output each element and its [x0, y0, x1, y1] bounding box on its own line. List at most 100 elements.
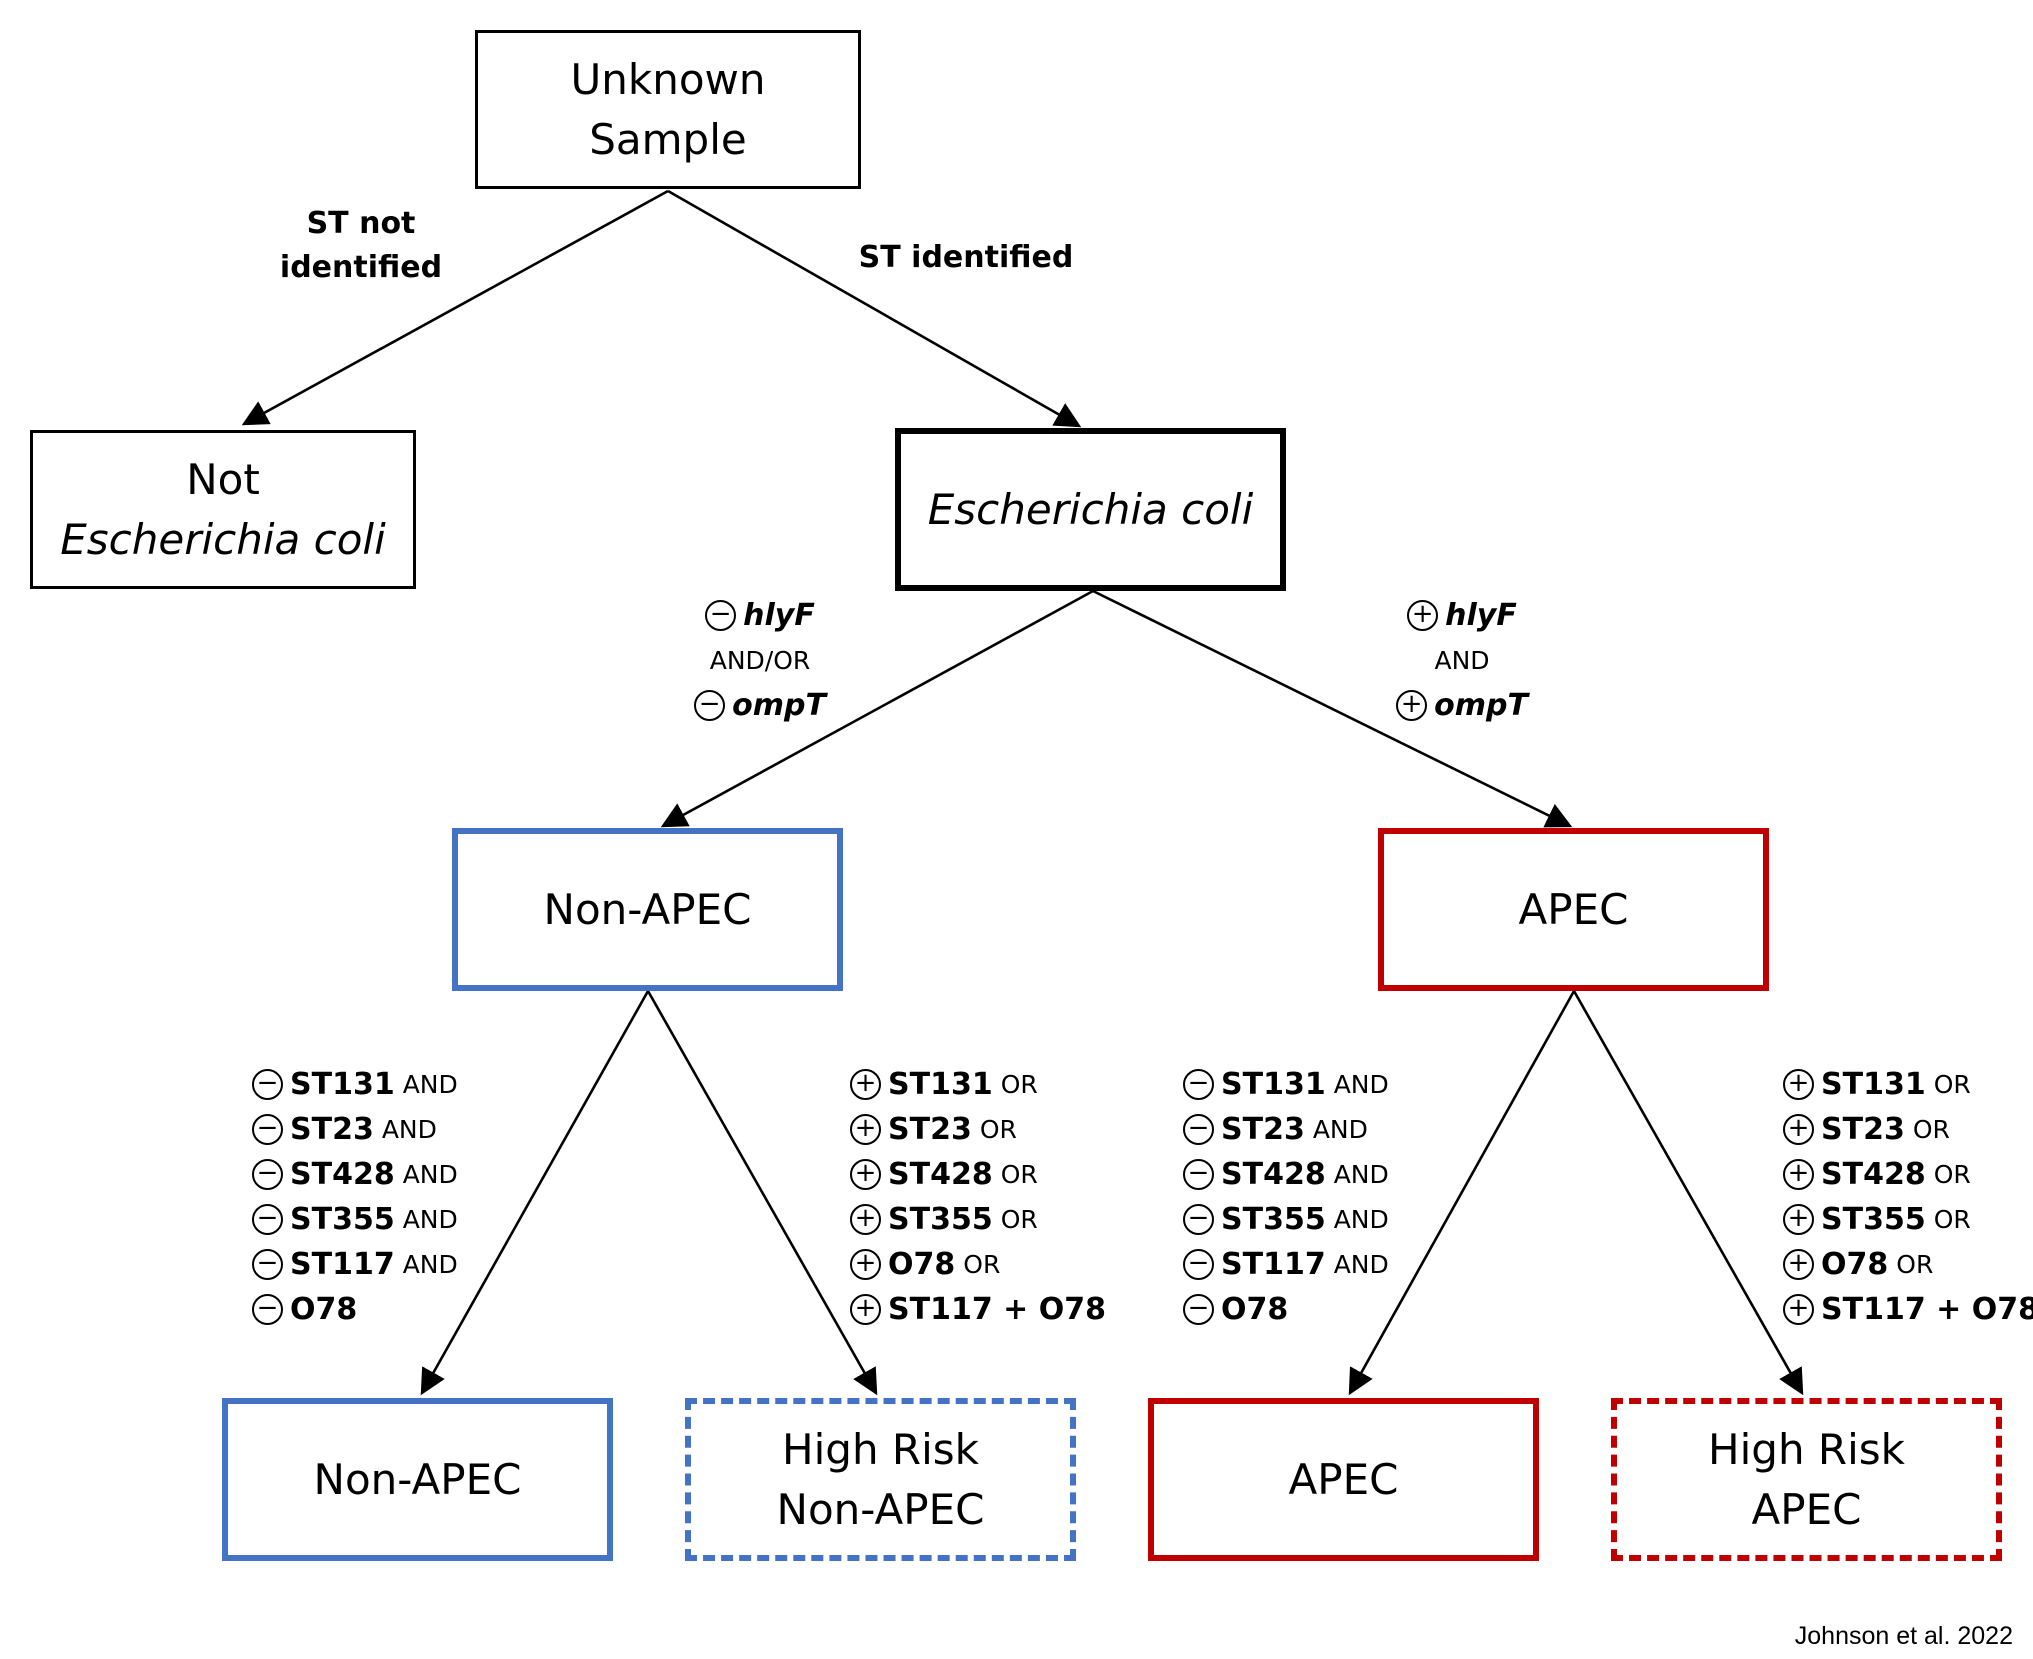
minus-circle-icon	[705, 600, 737, 631]
plus-circle-icon	[1783, 1159, 1814, 1190]
plus-circle-icon	[1783, 1204, 1814, 1235]
plus-circle-icon	[1783, 1069, 1814, 1100]
condition-list-non-apec-negative: ST131ANDST23ANDST428ANDST355ANDST117ANDO…	[252, 1062, 458, 1332]
minus-circle-icon	[1183, 1204, 1214, 1235]
plus-circle-icon	[1396, 690, 1428, 721]
condition-conjunction: OR	[1000, 1160, 1038, 1189]
node-high-risk-non-apec-line2: Non-APEC	[776, 1484, 985, 1534]
node-high-risk-non-apec: High Risk Non-APEC	[685, 1398, 1076, 1561]
condition-term: ST428	[888, 1157, 993, 1192]
condition-term: O78	[1821, 1247, 1889, 1282]
condition-conjunction: OR	[979, 1115, 1017, 1144]
condition-conjunction: OR	[1000, 1070, 1038, 1099]
condition-conjunction: OR	[1933, 1070, 1971, 1099]
condition-conjunction: AND	[1312, 1115, 1368, 1144]
arrow-apec-to-apec-leaf	[1348, 990, 1576, 1396]
node-apec: APEC	[1378, 828, 1769, 991]
plus-circle-icon	[850, 1069, 881, 1100]
minus-circle-icon	[252, 1159, 283, 1190]
arrow-unknown-to-not-ecoli	[241, 189, 669, 426]
condition-term: ST355	[1221, 1202, 1326, 1237]
plus-circle-icon	[1783, 1294, 1814, 1325]
condition-list-apec-positive: ST131ORST23ORST428ORST355ORO78ORST117 + …	[1783, 1062, 2033, 1332]
plus-circle-icon	[850, 1294, 881, 1325]
edge-label-st-identified: ST identified	[856, 236, 1076, 280]
condition-list-non-apec-positive: ST131ORST23ORST428ORST355ORO78ORST117 + …	[850, 1062, 1106, 1332]
node-apec-leaf: APEC	[1148, 1398, 1539, 1561]
gene-hlyf: hlyF	[743, 598, 815, 633]
edge-label-text: ST identified	[858, 240, 1074, 275]
arrow-non-apec-to-high-risk-non-apec	[646, 990, 878, 1396]
minus-circle-icon	[252, 1114, 283, 1145]
condition-term: ST23	[290, 1112, 374, 1147]
node-high-risk-apec-line2: APEC	[1751, 1484, 1862, 1534]
condition-conjunction: OR	[1912, 1115, 1950, 1144]
condition-term: ST428	[290, 1157, 395, 1192]
condition-row: O78	[1183, 1287, 1389, 1332]
arrow-unknown-to-ecoli	[667, 189, 1082, 428]
condition-term: ST23	[888, 1112, 972, 1147]
condition-conjunction: AND	[402, 1205, 458, 1234]
condition-conjunction: AND	[1333, 1250, 1389, 1279]
condition-term: O78	[290, 1292, 358, 1327]
condition-genes-positive: hlyF AND ompT	[1362, 593, 1562, 728]
condition-row: ST117 + O78	[1783, 1287, 2033, 1332]
condition-conjunction: OR	[1000, 1205, 1038, 1234]
condition-term: ST23	[1221, 1112, 1305, 1147]
edge-label-st-not-identified: ST not identified	[268, 202, 454, 290]
node-unknown-line2: Sample	[589, 114, 747, 164]
condition-conjunction: AND	[1333, 1070, 1389, 1099]
condition-row: O78	[252, 1287, 458, 1332]
arrow-ecoli-to-non-apec	[660, 589, 1094, 828]
gene-hlyf: hlyF	[1445, 598, 1517, 633]
condition-conjunction: AND	[402, 1250, 458, 1279]
plus-circle-icon	[850, 1114, 881, 1145]
node-non-apec-leaf-label: Non-APEC	[313, 1454, 522, 1504]
gene-joiner: AND	[1434, 646, 1490, 675]
condition-row: ST117 + O78	[850, 1287, 1106, 1332]
node-apec-leaf-label: APEC	[1288, 1454, 1399, 1504]
condition-term: ST355	[888, 1202, 993, 1237]
node-apec-label: APEC	[1518, 884, 1629, 934]
arrow-ecoli-to-apec	[1092, 589, 1573, 828]
plus-circle-icon	[850, 1249, 881, 1280]
minus-circle-icon	[252, 1204, 283, 1235]
node-high-risk-non-apec-line1: High Risk	[782, 1424, 979, 1474]
condition-conjunction: AND	[381, 1115, 437, 1144]
minus-circle-icon	[1183, 1159, 1214, 1190]
condition-term: ST131	[290, 1067, 395, 1102]
condition-term: ST355	[290, 1202, 395, 1237]
condition-term: ST428	[1821, 1157, 1926, 1192]
plus-circle-icon	[1783, 1114, 1814, 1145]
edge-label-line1: ST not	[306, 206, 416, 241]
condition-term: ST117	[1221, 1247, 1326, 1282]
condition-conjunction: OR	[963, 1250, 1001, 1279]
gene-joiner: AND/OR	[709, 646, 811, 675]
edge-label-line2: identified	[279, 250, 443, 285]
gene-ompt: ompT	[1434, 688, 1528, 723]
plus-circle-icon	[1407, 600, 1439, 631]
node-high-risk-apec-line1: High Risk	[1708, 1424, 1905, 1474]
condition-term: ST117 + O78	[1821, 1292, 2033, 1327]
condition-conjunction: AND	[1333, 1160, 1389, 1189]
plus-circle-icon	[850, 1159, 881, 1190]
condition-term: O78	[1221, 1292, 1289, 1327]
minus-circle-icon	[1183, 1114, 1214, 1145]
condition-term: O78	[888, 1247, 956, 1282]
gene-ompt: ompT	[732, 688, 826, 723]
minus-circle-icon	[1183, 1069, 1214, 1100]
